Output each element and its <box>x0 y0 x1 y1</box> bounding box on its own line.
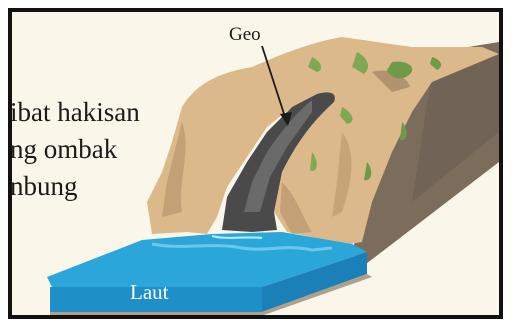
caption-text: ibat hakisan ng ombak nbung <box>10 94 140 205</box>
caption-line: nbung <box>10 168 140 205</box>
diagram-frame: ibat hakisan ng ombak nbung Geo Laut <box>8 8 503 319</box>
caption-line: ng ombak <box>10 131 140 168</box>
geo-label: Geo <box>229 24 261 46</box>
laut-label: Laut <box>130 280 168 305</box>
caption-line: ibat hakisan <box>10 94 140 131</box>
